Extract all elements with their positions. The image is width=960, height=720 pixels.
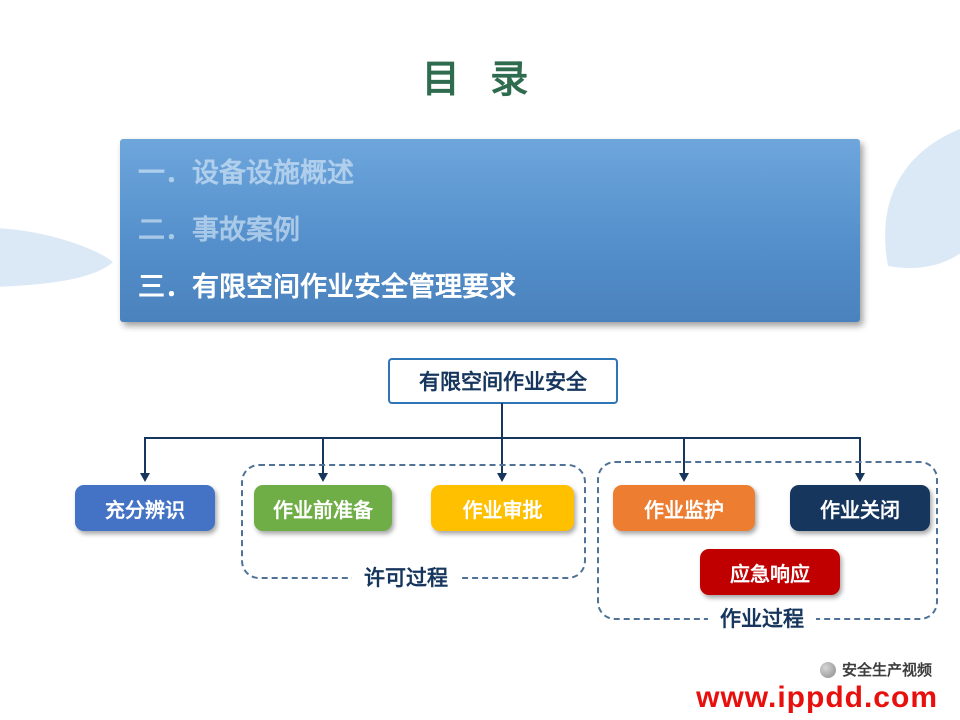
connector-drop-line	[144, 438, 146, 474]
toc-item-equipment-overview: 一．设备设施概述	[138, 158, 354, 188]
brand-name: 安全生产视频	[841, 662, 932, 679]
connector-drop-line	[501, 438, 503, 474]
connector-drop-line	[322, 438, 324, 474]
toc-item-accident-cases: 二．事故案例	[138, 215, 300, 245]
arrow-down-icon	[679, 473, 689, 482]
toc-panel: 一．设备设施概述 二．事故案例 三．有限空间作业安全管理要求	[120, 139, 860, 322]
arrow-down-icon	[318, 473, 328, 482]
diagram-root-node: 有限空间作业安全	[388, 358, 618, 404]
brand-logo-icon	[819, 661, 836, 678]
node-work-monitoring: 作业监护	[613, 485, 755, 531]
arrow-down-icon	[497, 473, 507, 482]
permit-process-group-label: 许可过程	[352, 566, 460, 592]
arrow-down-icon	[140, 473, 150, 482]
node-full-identification: 充分辨识	[75, 485, 215, 531]
connector-drop-line	[859, 438, 861, 474]
work-process-group-label: 作业过程	[708, 607, 816, 633]
node-pre-work-preparation: 作业前准备	[254, 485, 392, 531]
connector-stub-line	[501, 403, 503, 438]
brand-watermark: 安全生产视频	[819, 659, 932, 680]
website-url: www.ippdd.com	[696, 681, 938, 714]
toc-item-confined-space-requirements: 三．有限空间作业安全管理要求	[138, 272, 516, 302]
connector-drop-line	[683, 438, 685, 474]
arrow-down-icon	[855, 473, 865, 482]
node-work-closure: 作业关闭	[790, 485, 930, 531]
node-emergency-response: 应急响应	[700, 549, 840, 595]
node-work-approval: 作业审批	[431, 485, 574, 531]
page-title: 目 录	[421, 59, 539, 101]
